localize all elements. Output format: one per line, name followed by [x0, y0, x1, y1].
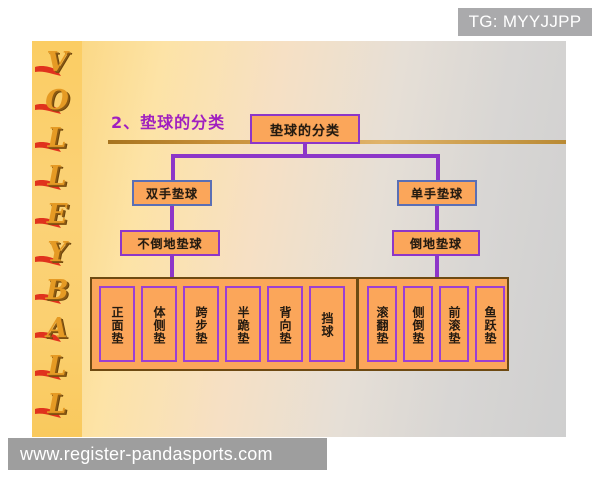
classification-tree-diagram: 垫球的分类 双手垫球 单手垫球 不倒地垫球 倒地垫球 正面垫 体侧垫 跨步垫 半… [32, 41, 566, 437]
leaf-node: 体侧垫 [141, 286, 177, 362]
connector-root-split [171, 154, 440, 158]
leaf-group-panel-one-hand: 滚翻垫 侧倒垫 前滚垫 鱼跃垫 [357, 277, 509, 371]
leaf-node: 跨步垫 [183, 286, 219, 362]
connector-left-drop [171, 154, 175, 182]
tree-node-no-fall: 不倒地垫球 [120, 230, 220, 256]
tg-handle-badge: TG: MYYJJPP [458, 8, 592, 36]
leaf-node: 前滚垫 [439, 286, 469, 362]
leaf-node: 挡球 [309, 286, 345, 362]
leaf-group-panel-two-hand: 正面垫 体侧垫 跨步垫 半跪垫 背向垫 挡球 [90, 277, 358, 371]
volleyball-letter: Y [47, 237, 67, 268]
leaf-node: 滚翻垫 [367, 286, 397, 362]
volleyball-letter: L [47, 123, 67, 154]
tree-node-one-hand: 单手垫球 [397, 180, 477, 206]
connector-root-stem [303, 144, 307, 158]
connector-left-lvl3-panel [170, 256, 174, 278]
leaf-node: 半跪垫 [225, 286, 261, 362]
tree-node-root: 垫球的分类 [250, 114, 360, 144]
volleyball-letter: L [47, 389, 67, 420]
volleyball-letter: L [47, 161, 67, 192]
site-watermark: www.register-pandasports.com [8, 438, 327, 470]
tree-node-fall: 倒地垫球 [392, 230, 480, 256]
volleyball-letter: L [47, 351, 67, 382]
leaf-node: 鱼跃垫 [475, 286, 505, 362]
leaf-node: 侧倒垫 [403, 286, 433, 362]
leaf-node: 背向垫 [267, 286, 303, 362]
tree-node-two-hand: 双手垫球 [132, 180, 212, 206]
connector-right-drop [436, 154, 440, 182]
leaf-node: 正面垫 [99, 286, 135, 362]
page-title: 2、垫球的分类 [111, 113, 226, 132]
connector-right-lvl2-lvl3 [435, 206, 439, 232]
volleyball-letter: B [45, 275, 69, 306]
volleyball-letter: A [46, 313, 68, 344]
connector-left-lvl2-lvl3 [170, 206, 174, 232]
volleyball-letter: V [46, 47, 68, 78]
volleyball-letter: E [46, 199, 68, 230]
connector-right-lvl3-panel [435, 256, 439, 278]
volleyball-letter: O [45, 85, 69, 116]
